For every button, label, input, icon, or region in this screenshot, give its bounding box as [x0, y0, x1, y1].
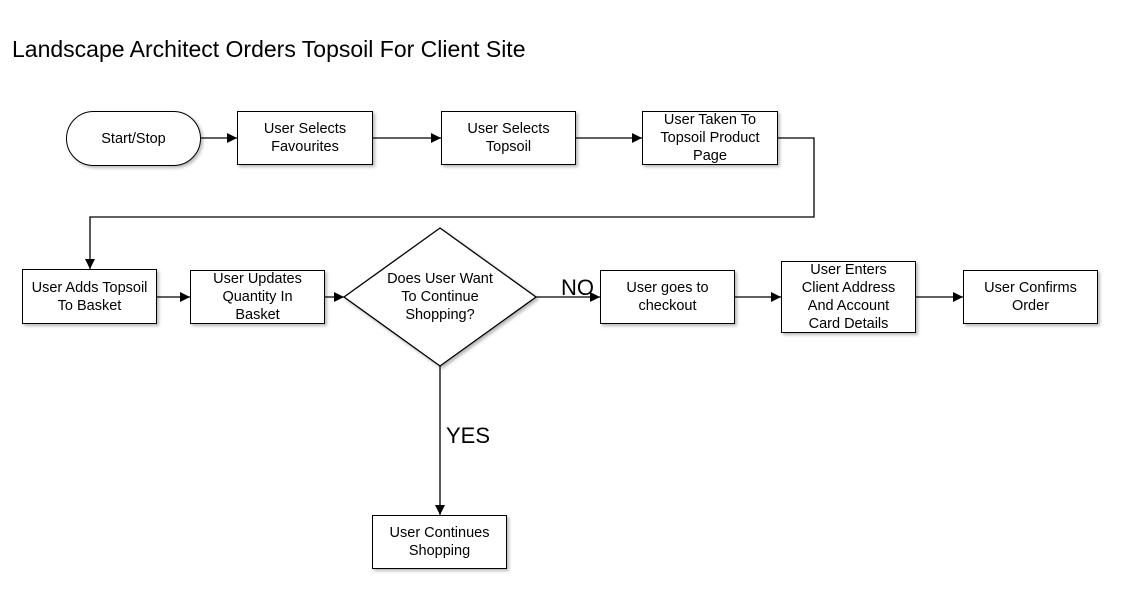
decision-diamond — [342, 227, 538, 367]
confirms-order-label: User Confirms Order — [984, 280, 1077, 314]
updates-quantity-label: User Updates Quantity In Basket — [213, 271, 302, 323]
diagram-title: Landscape Architect Orders Topsoil For C… — [12, 36, 526, 62]
process-selects-topsoil: User Selects Topsoil — [441, 111, 576, 165]
edge-product-addbasket — [85, 137, 815, 269]
process-enters-details: User Enters Client Address And Account C… — [781, 261, 916, 333]
process-updates-quantity: User Updates Quantity In Basket — [190, 270, 325, 324]
selects-topsoil-label: User Selects Topsoil — [467, 121, 550, 155]
selects-favourites-label: User Selects Favourites — [263, 121, 347, 155]
adds-to-basket-label: User Adds Topsoil To Basket — [31, 279, 148, 314]
enters-details-label: User Enters Client Address And Account C… — [801, 262, 896, 332]
process-selects-favourites: User Selects Favourites — [237, 111, 373, 165]
goes-to-checkout-label: User goes to checkout — [626, 280, 709, 314]
decision-label: Does User Want To Continue Shopping? — [387, 271, 493, 323]
process-product-page: User Taken To Topsoil Product Page — [642, 111, 778, 165]
start-stop-label: Start/Stop — [101, 130, 166, 147]
process-confirms-order: User Confirms Order — [963, 270, 1098, 324]
continues-shopping-label: User Continues Shopping — [389, 525, 490, 559]
product-page-label: User Taken To Topsoil Product Page — [660, 112, 760, 164]
process-continues-shopping: User Continues Shopping — [372, 515, 507, 569]
edge-label-no: NO — [561, 275, 594, 300]
edge-label-yes: YES — [446, 423, 491, 448]
process-adds-to-basket: User Adds Topsoil To Basket — [22, 269, 157, 324]
start-stop-terminal: Start/Stop — [66, 111, 201, 166]
process-goes-to-checkout: User goes to checkout — [600, 270, 735, 324]
